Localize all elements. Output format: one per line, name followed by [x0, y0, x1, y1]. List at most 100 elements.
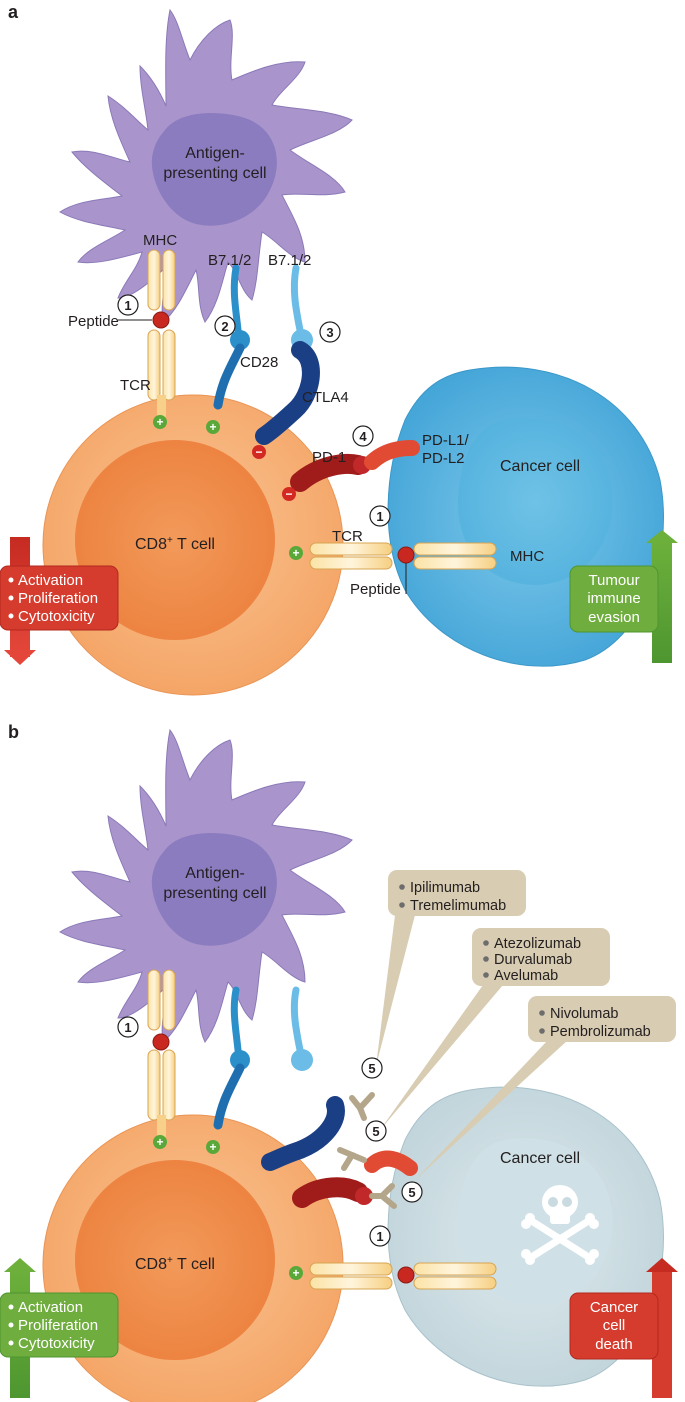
cancer-cell-b-label: Cancer cell: [500, 1150, 580, 1167]
svg-text:Avelumab: Avelumab: [494, 968, 558, 984]
b7-cd28-complex-b: [213, 986, 250, 1130]
tcr-mhc-horizontal: [309, 542, 497, 570]
svg-text:Cancer: Cancer: [590, 1299, 638, 1316]
svg-text:5: 5: [408, 1185, 415, 1200]
svg-text:Ipilimumab: Ipilimumab: [410, 880, 480, 896]
plus-sign-b-3: +: [289, 1266, 303, 1280]
svg-text:Pembrolizumab: Pembrolizumab: [550, 1024, 651, 1040]
svg-text:Cytotoxicity: Cytotoxicity: [18, 1335, 95, 1352]
svg-text:evasion: evasion: [588, 609, 640, 626]
svg-text:4: 4: [359, 429, 367, 444]
step-number-4: 4: [352, 425, 374, 447]
svg-text:−: −: [285, 487, 292, 501]
svg-text:Proliferation: Proliferation: [18, 590, 98, 607]
svg-text:immune: immune: [587, 590, 640, 607]
b7-label-2: B7.1/2: [268, 252, 311, 269]
apc-label-line1: Antigen-: [185, 145, 245, 162]
drug-callout-pointers: [376, 915, 568, 1180]
b7-ctla4-complex: [255, 264, 320, 445]
plus-sign-2: +: [206, 420, 220, 434]
effects-box-a: Activation Proliferation Cytotoxicity: [0, 565, 119, 631]
svg-text:5: 5: [372, 1124, 379, 1139]
step-number-b-1: 1: [117, 1016, 139, 1038]
svg-text:Nivolumab: Nivolumab: [550, 1006, 619, 1022]
minus-sign-2: −: [282, 487, 296, 501]
pdl1-blocked: [364, 1150, 418, 1176]
svg-text:+: +: [209, 1140, 216, 1154]
svg-text:−: −: [255, 445, 262, 459]
step-number-3: 3: [319, 321, 341, 343]
antibody-ctla4-icon: [349, 1092, 375, 1121]
minus-sign-1: −: [252, 445, 266, 459]
svg-text:+: +: [209, 420, 216, 434]
svg-text:2: 2: [221, 319, 228, 334]
mhc2-label: MHC: [510, 548, 544, 565]
svg-text:1: 1: [124, 1020, 131, 1035]
pdl-label-line2: PD-L2: [422, 450, 465, 467]
ctla4-label: CTLA4: [302, 389, 349, 406]
pd1-blocked: [292, 1177, 373, 1208]
b7-label-1: B7.1/2: [208, 252, 251, 269]
plus-sign-b-2: +: [206, 1140, 220, 1154]
drug-box-pd1: Nivolumab Pembrolizumab: [528, 996, 676, 1042]
step-number-1b: 1: [369, 505, 391, 527]
svg-text:3: 3: [326, 325, 333, 340]
plus-sign-3: +: [289, 546, 303, 560]
svg-text:Activation: Activation: [18, 1299, 83, 1316]
t-cell-b-label: CD8+ T cell: [135, 1255, 215, 1273]
svg-text:Proliferation: Proliferation: [18, 1317, 98, 1334]
svg-text:1: 1: [124, 298, 131, 313]
t-cell-label: CD8+ T cell: [135, 535, 215, 553]
mhc-label: MHC: [143, 232, 177, 249]
antibody-pdl1-icon: [337, 1147, 367, 1171]
plus-sign-1: +: [153, 415, 167, 429]
svg-text:Durvalumab: Durvalumab: [494, 952, 572, 968]
peptide2-label: Peptide: [350, 581, 401, 598]
cancer-cell-label: Cancer cell: [500, 458, 580, 475]
apc-b-label-line1: Antigen-: [185, 865, 245, 882]
svg-text:+: +: [156, 1135, 163, 1149]
svg-text:1: 1: [376, 509, 383, 524]
svg-text:death: death: [595, 1336, 633, 1353]
panel-b-label: b: [8, 722, 19, 742]
pd1-pdl1-complex: [290, 440, 420, 492]
step-number-2: 2: [214, 315, 236, 337]
step-number-b-5c: 5: [401, 1181, 423, 1203]
tcr2-label: TCR: [332, 528, 363, 545]
peptide-label: Peptide: [68, 313, 119, 330]
svg-text:+: +: [156, 415, 163, 429]
step-number-b-5a: 5: [361, 1057, 383, 1079]
tcr-mhc-horizontal-b: [309, 1262, 497, 1290]
svg-text:Tumour: Tumour: [588, 572, 639, 589]
step-number-1: 1: [117, 294, 139, 316]
ctla4-blocked: [261, 1096, 345, 1171]
pdl-label-line1: PD-L1/: [422, 432, 470, 449]
drug-box-pdl1: Atezolizumab Durvalumab Avelumab: [472, 928, 610, 986]
svg-text:Cytotoxicity: Cytotoxicity: [18, 608, 95, 625]
b7-ligand-b: [290, 986, 313, 1071]
skull-crossbones-icon: [521, 1185, 599, 1265]
svg-text:cell: cell: [603, 1317, 626, 1334]
svg-text:+: +: [292, 546, 299, 560]
drug-box-ctla4: Ipilimumab Tremelimumab: [388, 870, 526, 916]
svg-text:Tremelimumab: Tremelimumab: [410, 898, 506, 914]
svg-text:5: 5: [368, 1061, 375, 1076]
step-number-b-5b: 5: [365, 1120, 387, 1142]
plus-sign-b-1: +: [153, 1135, 167, 1149]
svg-text:Activation: Activation: [18, 572, 83, 589]
tcr-label: TCR: [120, 377, 151, 394]
svg-text:Atezolizumab: Atezolizumab: [494, 936, 581, 952]
svg-text:1: 1: [376, 1229, 383, 1244]
cancer-death-box: Cancer cell death: [569, 1292, 659, 1360]
evasion-box: Tumour immune evasion: [569, 565, 659, 633]
antigen-presenting-cell-b: [59, 728, 353, 1043]
cd28-label: CD28: [240, 354, 278, 371]
panel-a-label: a: [8, 2, 19, 22]
apc-label-line2: presenting cell: [163, 165, 266, 182]
svg-text:+: +: [292, 1266, 299, 1280]
b7-cd28-complex: [213, 264, 250, 410]
mhc-tcr-complex: [147, 249, 176, 417]
mhc-tcr-complex-b: [147, 969, 176, 1137]
effects-box-b: Activation Proliferation Cytotoxicity: [0, 1292, 119, 1358]
